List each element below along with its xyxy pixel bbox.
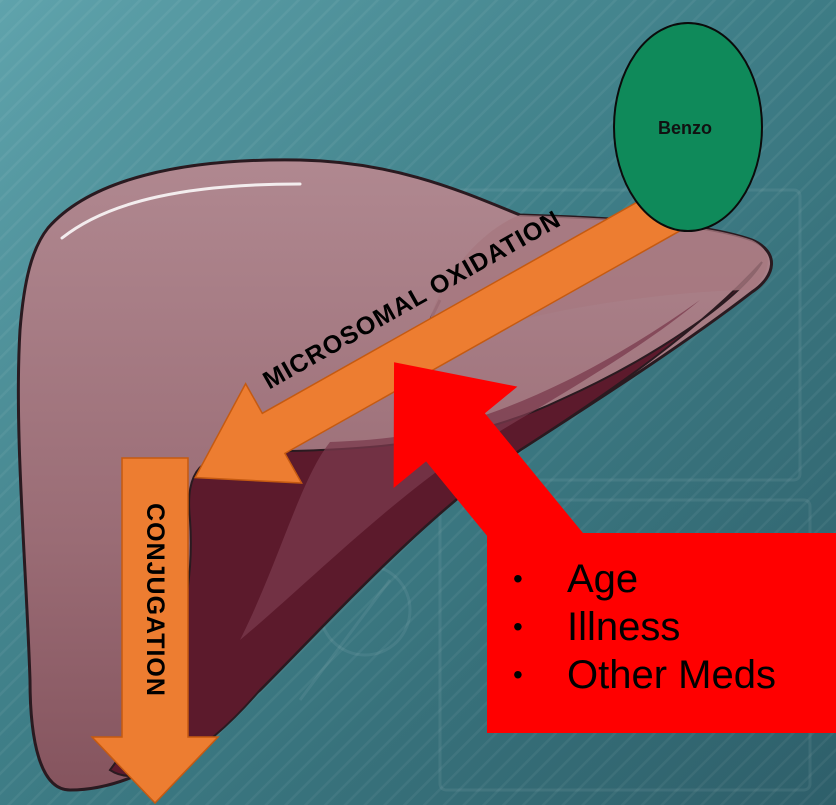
factor-item-other-meds: • Other Meds (487, 651, 836, 699)
factor-label: Age (567, 557, 638, 601)
factors-list: • Age • Illness • Other Meds (487, 555, 836, 699)
factor-item-illness: • Illness (487, 603, 836, 651)
factor-label: Illness (567, 605, 680, 649)
factor-item-age: • Age (487, 555, 836, 603)
benzo-label: Benzo (658, 118, 712, 138)
conjugation-label: CONJUGATION (141, 503, 169, 697)
factors-box: • Age • Illness • Other Meds (487, 533, 836, 733)
factor-label: Other Meds (567, 653, 776, 697)
bullet-icon: • (513, 651, 523, 699)
bullet-icon: • (513, 603, 523, 651)
benzo-node: Benzo (614, 23, 762, 231)
bullet-icon: • (513, 555, 523, 603)
